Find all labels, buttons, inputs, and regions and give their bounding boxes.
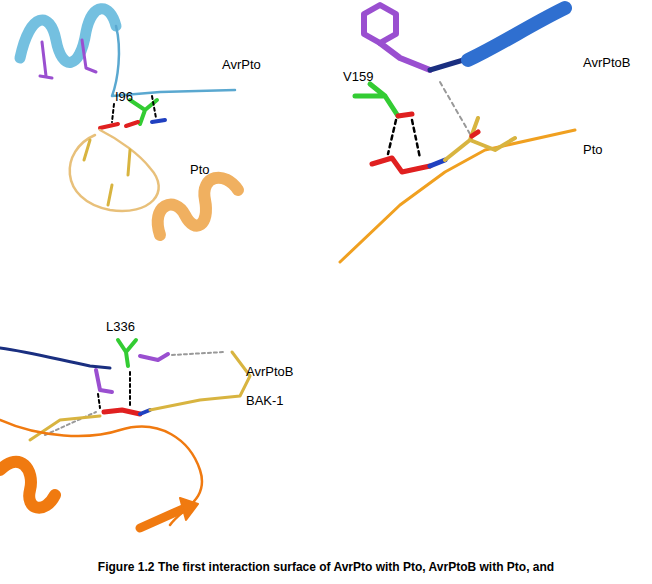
protein-label: AvrPtoB xyxy=(583,56,630,71)
figure-caption: Figure 1.2 The first interaction surface… xyxy=(10,560,642,574)
residue-label: V159 xyxy=(343,70,373,85)
protein-label: AvrPtoB xyxy=(246,365,293,380)
protein-label: Pto xyxy=(190,163,210,178)
protein-label: Pto xyxy=(583,143,603,158)
protein-label: BAK-1 xyxy=(246,394,284,409)
residue-label: I96 xyxy=(115,90,133,105)
protein-label: AvrPto xyxy=(222,58,261,73)
residue-label: L336 xyxy=(106,320,135,335)
